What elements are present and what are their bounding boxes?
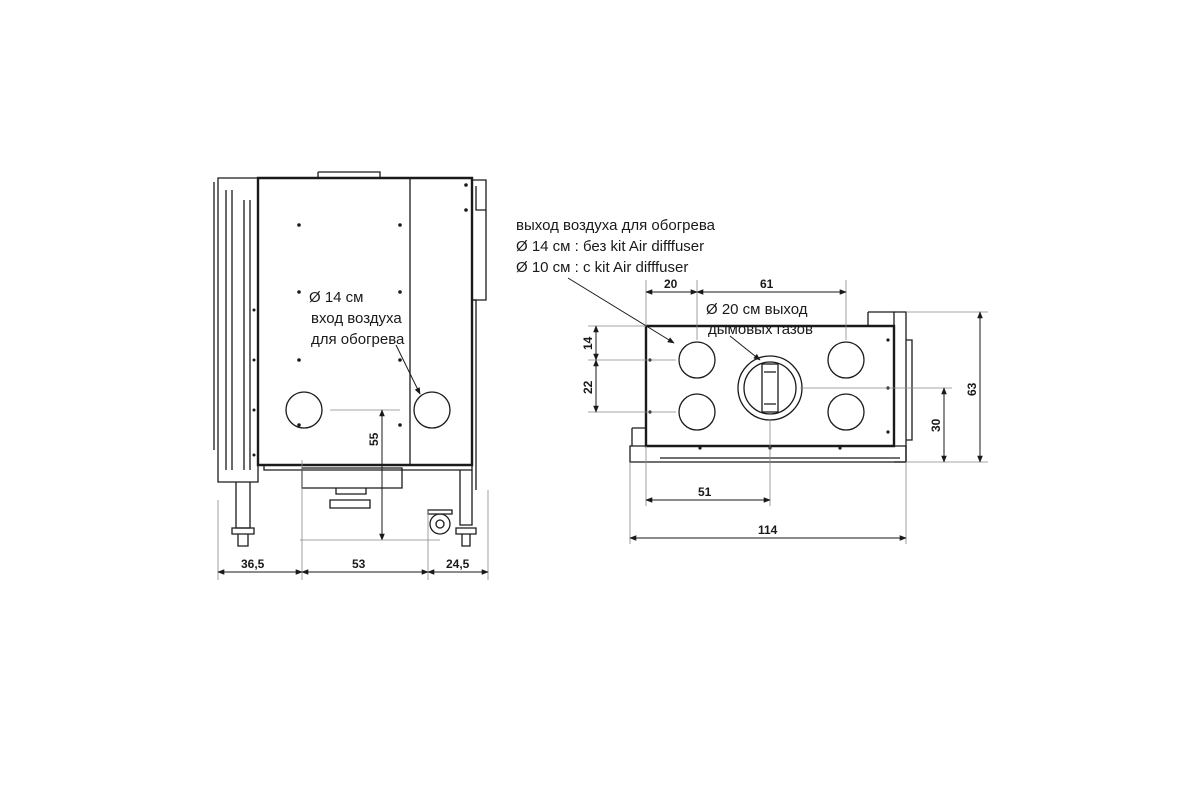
flue-note-line1: Ø 20 см выход (706, 301, 808, 318)
dim-bottom-inner: 51 (698, 485, 712, 499)
top-view: выход воздуха для обогрева Ø 14 см : без… (516, 217, 988, 544)
inlet-note-line2: вход воздуха (311, 310, 402, 327)
dim-center-span: 53 (352, 557, 366, 571)
flue-note-line2: дымовых газов (708, 321, 813, 338)
air-inlet-left (285, 391, 323, 429)
inlet-note-line1: Ø 14 см (309, 289, 364, 306)
dim-right-offset: 24,5 (446, 557, 470, 571)
dim-inlet-height: 55 (367, 432, 381, 446)
air-outlet-top-right (827, 341, 865, 379)
dim-left-lower: 22 (581, 380, 595, 394)
inlet-note-line3: для обогрева (311, 331, 405, 348)
dim-right-inner: 30 (929, 418, 943, 432)
dim-left-offset: 36,5 (241, 557, 265, 571)
outlet-note-line2: Ø 14 см : без kit Air difffuser (516, 238, 704, 255)
air-outlet-bottom-left (678, 393, 716, 431)
air-outlet-bottom-right (827, 393, 865, 431)
dim-bottom-overall: 114 (758, 523, 778, 537)
front-view: Ø 14 см вход воздуха для обогрева 36,5 5… (213, 171, 489, 580)
panel-screws (252, 183, 468, 457)
air-outlet-top-left (678, 341, 716, 379)
air-inlet-right (413, 391, 451, 429)
dim-top-left: 20 (664, 277, 678, 291)
dim-right-outer: 63 (965, 382, 979, 396)
outlet-note-line1: выход воздуха для обогрева (516, 217, 716, 234)
flue-outlet (737, 355, 803, 421)
dim-left-upper: 14 (581, 336, 595, 350)
outlet-note-line3: Ø 10 см : с kit Air difffuser (516, 259, 688, 276)
dim-top-right: 61 (760, 277, 774, 291)
